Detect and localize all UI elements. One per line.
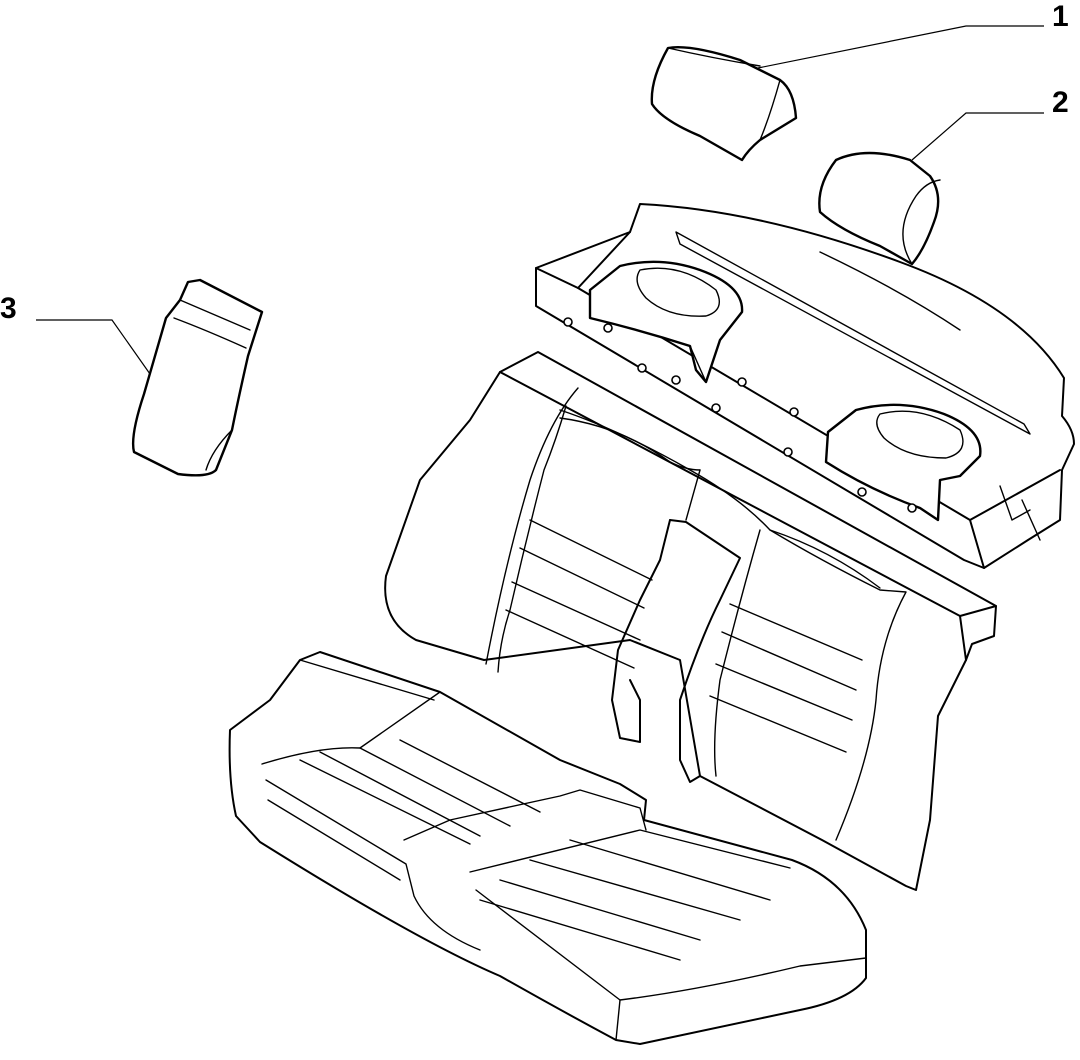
parcel-shelf [535, 203, 1075, 569]
callout-number-1: 1 [1052, 0, 1069, 33]
leader-line-2 [911, 112, 1044, 161]
leader-line-3 [36, 319, 151, 375]
callout-number-3: 3 [0, 292, 17, 325]
headrest-part-1 [650, 46, 798, 162]
armrest-part-3 [131, 278, 264, 477]
seat-backrest [384, 351, 997, 891]
leader-line-1 [757, 25, 1044, 69]
seat-cushion [228, 651, 867, 1045]
callout-number-2: 2 [1052, 86, 1069, 119]
headrest-part-2 [818, 151, 941, 266]
